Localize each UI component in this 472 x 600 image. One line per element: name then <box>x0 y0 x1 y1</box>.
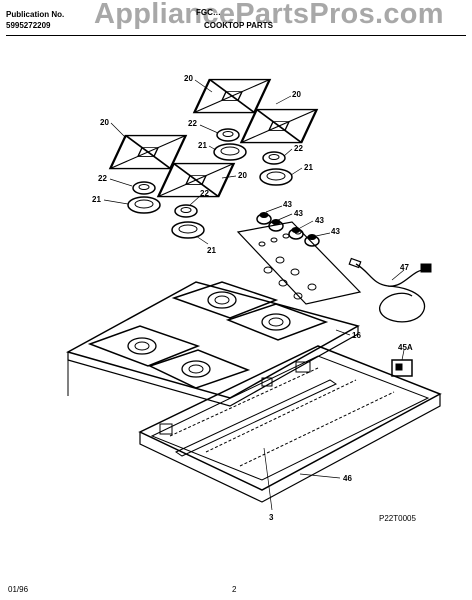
callout-21-d: 21 <box>207 246 216 255</box>
burner-head-21-c <box>127 196 161 214</box>
callout-21-b: 21 <box>304 163 313 172</box>
publication-number: 5995272209 <box>6 21 51 30</box>
callout-20-d: 20 <box>238 171 247 180</box>
burner-cap-22-c <box>132 181 156 195</box>
publication-label: Publication No. <box>6 10 65 19</box>
knob-43-c <box>288 227 304 240</box>
header-rule <box>6 35 466 36</box>
callout-43-a: 43 <box>283 200 292 209</box>
knob-43-d <box>304 234 320 247</box>
callout-46: 46 <box>343 474 352 483</box>
callout-20-c: 20 <box>100 118 109 127</box>
control-panel <box>236 221 362 305</box>
callout-22-a: 22 <box>188 119 197 128</box>
callout-22-b: 22 <box>294 144 303 153</box>
grate-top-left <box>192 78 272 114</box>
grate-left <box>108 134 188 170</box>
callout-43-d: 43 <box>331 227 340 236</box>
callout-22-c: 22 <box>98 174 107 183</box>
burner-cap-22-d <box>174 204 198 218</box>
knob-43-a <box>256 212 272 225</box>
burner-box <box>138 345 442 503</box>
burner-head-21-a <box>213 143 247 161</box>
leader-lines <box>103 79 405 511</box>
cooktop-top <box>66 281 360 407</box>
burner-cap-22-a <box>216 128 240 142</box>
callout-21-c: 21 <box>92 195 101 204</box>
section-title: COOKTOP PARTS <box>204 21 273 30</box>
callout-20-a: 20 <box>184 74 193 83</box>
callout-45a: 45A <box>398 343 413 352</box>
diagram-code: P22T0005 <box>379 514 416 523</box>
callout-22-d: 22 <box>200 189 209 198</box>
knob-43-b <box>268 219 284 232</box>
callout-16: 16 <box>352 331 361 340</box>
grate-top-right <box>239 108 319 144</box>
burner-cap-22-b <box>262 151 286 165</box>
callout-3: 3 <box>269 513 274 522</box>
callout-21-a: 21 <box>198 141 207 150</box>
burner-head-21-d <box>171 221 205 239</box>
date: 01/96 <box>8 585 29 594</box>
callout-47: 47 <box>400 263 409 272</box>
burner-head-21-b <box>259 168 293 186</box>
page-number: 2 <box>232 585 237 594</box>
igniter-module <box>391 359 413 377</box>
grate-center <box>156 162 236 198</box>
watermark: AppliancePartsPros.com <box>94 0 444 30</box>
callout-43-c: 43 <box>315 216 324 225</box>
power-cord <box>348 257 432 323</box>
callout-43-b: 43 <box>294 209 303 218</box>
model-number: FGC… <box>196 8 221 17</box>
callout-20-b: 20 <box>292 90 301 99</box>
